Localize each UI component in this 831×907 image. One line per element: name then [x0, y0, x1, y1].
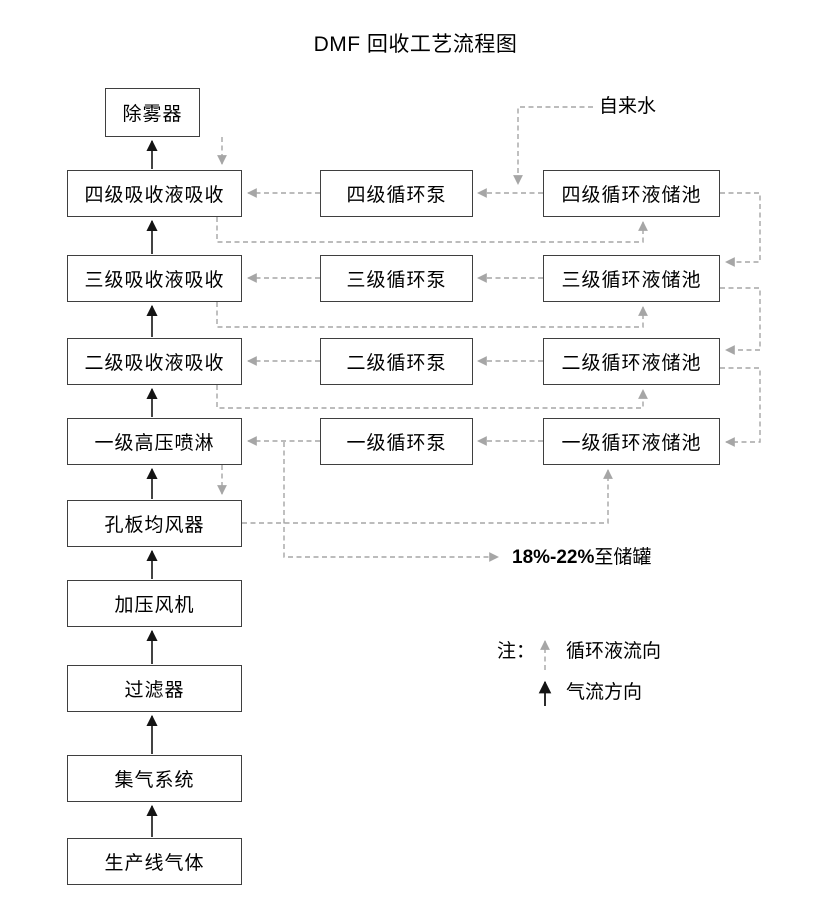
node-stage4-absorber: 四级吸收液吸收 — [67, 170, 242, 217]
node-filter: 过滤器 — [67, 665, 242, 712]
legend-note-label: 注： — [497, 641, 536, 662]
return-line-absorber3-to-tank3 — [216, 302, 648, 328]
node-orifice-air-distributor: 孔板均风器 — [67, 500, 242, 547]
node-gas-collection: 集气系统 — [67, 755, 242, 802]
tap-water-label: 自来水 — [599, 96, 657, 117]
node-stage2-tank: 二级循环液储池 — [543, 338, 720, 385]
node-stage4-pump: 四级循环泵 — [320, 170, 473, 217]
to-storage-line — [283, 442, 499, 562]
return-line-absorber4-to-tank4 — [216, 217, 648, 243]
cascade-line-tank4-to-tank3 — [720, 192, 761, 267]
node-stage3-pump: 三级循环泵 — [320, 255, 473, 302]
node-stage2-pump: 二级循环泵 — [320, 338, 473, 385]
node-stage1-pump: 一级循环泵 — [320, 418, 473, 465]
legend-liquid-flow-label: 循环液流向 — [566, 641, 662, 662]
diagram-title: DMF 回收工艺流程图 — [313, 33, 518, 56]
return-line-orifice-to-tank1 — [242, 469, 613, 524]
to-storage-text: 至储罐 — [594, 547, 652, 568]
node-stage3-tank: 三级循环液储池 — [543, 255, 720, 302]
node-stage4-tank: 四级循环液储池 — [543, 170, 720, 217]
legend-gas-flow-label: 气流方向 — [566, 682, 643, 703]
node-stage2-absorber: 二级吸收液吸收 — [67, 338, 242, 385]
node-demister: 除雾器 — [105, 88, 200, 137]
node-production-gas: 生产线气体 — [67, 838, 242, 885]
node-stage3-absorber: 三级吸收液吸收 — [67, 255, 242, 302]
to-storage-label: 18%-22%至储罐 — [512, 548, 651, 568]
node-stage1-spray: 一级高压喷淋 — [67, 418, 242, 465]
return-line-absorber2-to-tank2 — [216, 385, 648, 409]
cascade-line-tank2-to-tank1 — [720, 367, 761, 447]
node-booster-fan: 加压风机 — [67, 580, 242, 627]
to-storage-value: 18%-22% — [512, 547, 595, 568]
node-stage1-tank: 一级循环液储池 — [543, 418, 720, 465]
cascade-line-tank3-to-tank2 — [720, 287, 761, 355]
